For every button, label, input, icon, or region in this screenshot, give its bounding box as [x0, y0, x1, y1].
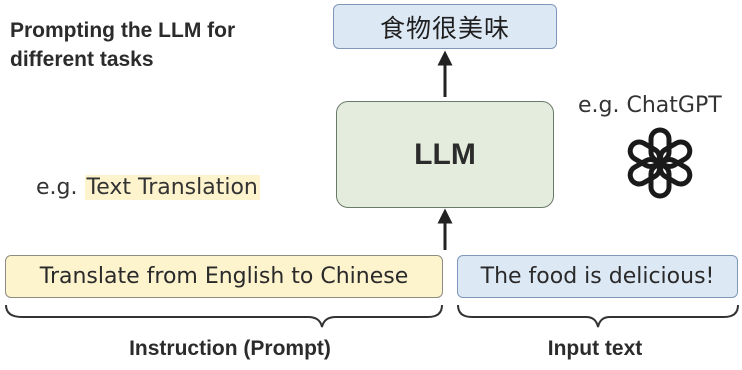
diagram-title: Prompting the LLM for different tasks	[10, 16, 320, 74]
task-example: e.g. Text Translation	[36, 172, 260, 204]
prompt-box: Translate from English to Chinese	[5, 255, 443, 298]
output-text: 食物很美味	[379, 13, 510, 43]
title-line-1: Prompting the LLM for	[10, 19, 236, 42]
title-line-2: different tasks	[10, 48, 154, 71]
input-box: The food is delicious!	[457, 255, 738, 298]
prompt-label: Instruction (Prompt)	[129, 337, 331, 360]
llm-label: LLM	[414, 137, 476, 171]
openai-logo-icon	[627, 127, 693, 199]
prompt-text: Translate from English to Chinese	[39, 264, 409, 289]
input-text: The food is delicious!	[480, 264, 715, 289]
task-example-prefix: e.g.	[36, 175, 78, 200]
prompt-bracket-icon	[5, 304, 443, 328]
llm-box: LLM	[336, 101, 554, 208]
model-example: e.g. ChatGPT	[578, 93, 722, 118]
task-example-highlight: Text Translation	[84, 175, 260, 200]
input-label: Input text	[547, 337, 643, 360]
output-box: 食物很美味	[333, 4, 557, 49]
input-bracket-icon	[457, 304, 739, 328]
